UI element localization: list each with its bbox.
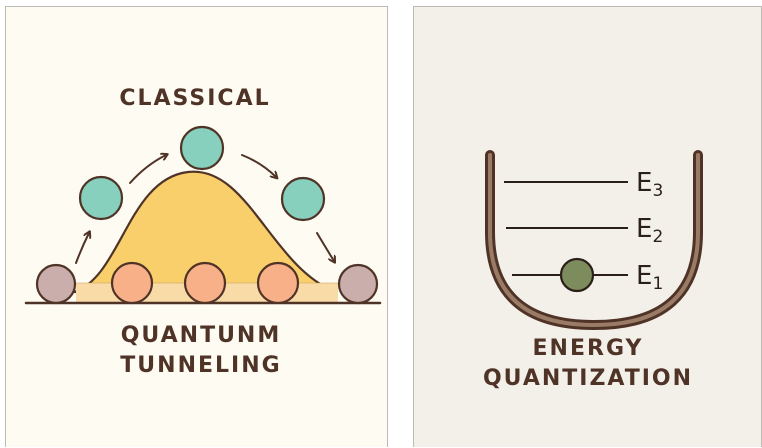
- tunneling-ball-3: [256, 261, 300, 305]
- start-ball: [35, 263, 77, 305]
- energy-label: ENERGY: [533, 336, 644, 361]
- classical-arrow-3: [241, 154, 276, 177]
- tunneling-ball-2: [183, 261, 227, 305]
- energy-level-3-label: E3: [636, 168, 663, 201]
- classical-ball-1: [78, 175, 124, 221]
- classical-ball-3: [280, 176, 326, 222]
- classical-arrow-1: [75, 233, 89, 264]
- classical-arrow-2: [129, 155, 166, 184]
- potential-barrier: [72, 170, 338, 294]
- energy-level-1-label: E1: [636, 261, 663, 294]
- tunneling-diagram: CLASSICAL QUANTUNM TUNNELING: [24, 86, 382, 378]
- tunneling-label-line2: TUNNELING: [120, 353, 281, 378]
- classical-label: CLASSICAL: [119, 86, 270, 111]
- potential-well-outer: [485, 150, 703, 331]
- quantization-label: QUANTIZATION: [483, 366, 693, 391]
- tunneling-label-line1: QUANTUNM: [121, 323, 282, 348]
- classical-ball-2: [179, 125, 225, 171]
- energy-quantization-panel: E3 E2 E1 ENERGY QUANTIZATION: [413, 6, 762, 447]
- classical-vs-tunneling-panel: CLASSICAL QUANTUNM TUNNELING: [5, 6, 388, 447]
- tunneling-ball-1: [110, 261, 154, 305]
- potential-well-diagram: E3 E2 E1 ENERGY QUANTIZATION: [483, 150, 703, 391]
- energy-level-2-label: E2: [636, 214, 663, 247]
- end-ball: [337, 263, 379, 305]
- classical-arrow-4: [316, 232, 334, 261]
- potential-well-inner: [488, 153, 700, 328]
- ground-state-particle: [559, 257, 595, 293]
